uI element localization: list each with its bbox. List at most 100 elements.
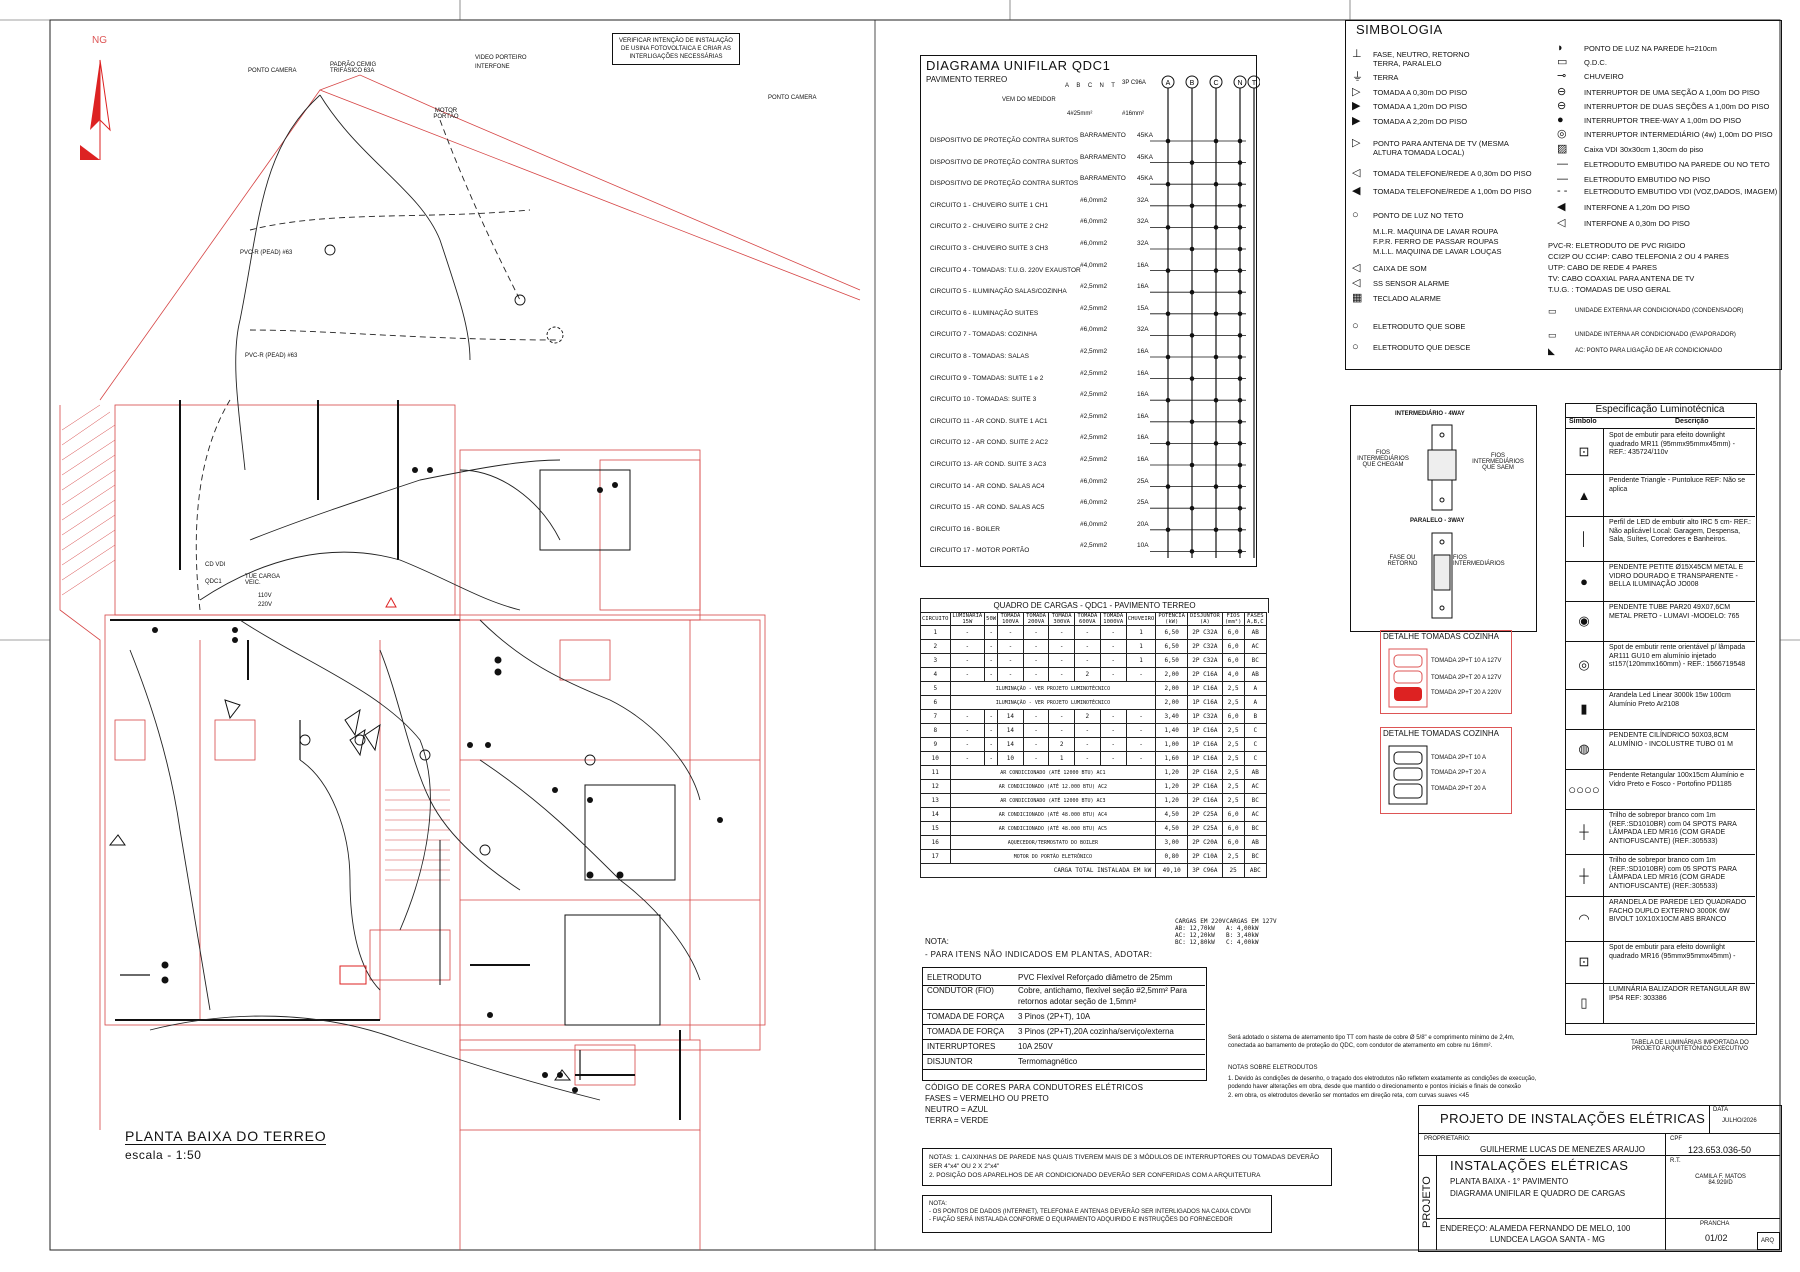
wall-square-icon: ◠ <box>1565 896 1604 941</box>
color-code-neutro: NEUTRO = AZUL <box>925 1105 988 1114</box>
cpf-label: CPF <box>1670 1136 1682 1142</box>
cargas-cell: 2 <box>1048 737 1076 752</box>
cargas-cell: - <box>1074 737 1101 752</box>
spot-mr16-icon: ⊡ <box>1565 941 1604 983</box>
unifilar-row-section: #2,5mm2 <box>1080 304 1108 312</box>
cargas-cell: AB <box>1243 835 1268 850</box>
symbol-left-icon: ◁ <box>1352 167 1361 179</box>
video-porteiro-label: VIDEO PORTEIRO <box>475 55 527 61</box>
cargas-cell: 4,50 <box>1155 807 1189 822</box>
lum-row: ┼Trilho de sobrepor branco com 1m (REF.:… <box>1565 809 1755 855</box>
cargas-cell: - <box>1048 709 1076 724</box>
cargas-cell: - <box>997 639 1024 654</box>
cargas-cell: 14 <box>997 709 1024 724</box>
spec-row-key: CONDUTOR (FIO) <box>927 986 994 995</box>
lum-desc: Trilho de sobrepor branco com 1m (REF.:S… <box>1609 857 1737 890</box>
connection-dot <box>1165 527 1171 533</box>
connection-dot <box>1237 333 1243 338</box>
cozinha-1-label-1: TOMADA 2P+T 10 A 127V <box>1431 658 1502 664</box>
lum-row: ◍PENDENTE CILÍNDRICO 50X03,8CM ALUMÍNIO … <box>1565 729 1755 770</box>
unifilar-row-breaker: 32A <box>1137 196 1149 204</box>
abbrev-label: T.U.G. : TOMADAS DE USO GERAL <box>1548 285 1671 294</box>
unifilar-row-label: CIRCUITO 13- AR COND. SUITE 3 AC3 <box>930 461 1047 468</box>
north-arrow-icon <box>80 59 111 160</box>
cargas-cell: - <box>1022 737 1050 752</box>
tb-divider <box>1436 1218 1665 1219</box>
connection-dot <box>1213 441 1219 446</box>
cargas-header-cell: LUMINÁRIA 15W <box>949 612 986 626</box>
unifilar-row-breaker: 16A <box>1137 369 1149 377</box>
verify-note: VERIFICAR INTENÇÃO DE INSTALAÇÃO DE USIN… <box>612 33 740 65</box>
spec-row-value: PVC Flexível Reforçado diâmetro de 25mm <box>1018 973 1173 982</box>
lum-row: ▲Pendente Triangle - Puntoluce REF: Não … <box>1565 474 1755 517</box>
main-breaker: 3P C96A <box>1122 80 1146 86</box>
cargas-cell-merged: AR CONDICIONADO (ATÉ 12000 BTU) AC3 <box>949 793 1157 808</box>
symbol-right-icon: - - <box>1557 185 1568 197</box>
title-block <box>1418 1105 1782 1252</box>
cargas-header-cell: POTENCIA (kW) <box>1155 612 1189 626</box>
phase-letter: N <box>1099 83 1104 89</box>
spec-row-key: TOMADA DE FORÇA <box>927 1027 1005 1036</box>
cargas-cell-merged: ILUMINAÇÃO - VER PROJETO LUMINOTÉCNICO <box>949 681 1157 696</box>
data-value: JULHO/2026 <box>1722 1118 1757 1124</box>
cargas-cell: 1 <box>1125 653 1157 668</box>
cargas-cell: 0,80 <box>1155 849 1189 864</box>
cargas-cell: - <box>1125 737 1157 752</box>
cargas-cell: AC <box>1243 807 1268 822</box>
color-code-terra: TERRA = VERDE <box>925 1116 989 1125</box>
cargas-total-cell: 25 <box>1221 863 1245 878</box>
connection-dot <box>1189 246 1195 252</box>
cargas-cell: 6,0 <box>1221 653 1245 668</box>
cargas-cell: 2,5 <box>1221 793 1245 808</box>
unifilar-row-breaker: 16A <box>1137 391 1149 399</box>
cargas-cell: 6,0 <box>1221 625 1245 640</box>
symbol-right-label: INTERRUPTOR DE UMA SEÇÃO A 1,00m DO PISO <box>1584 88 1760 97</box>
symbol-right-label: PONTO DE LUZ NA PAREDE h=210cm <box>1584 44 1717 53</box>
ac-label: UNIDADE EXTERNA AR CONDICIONADO (CONDENS… <box>1575 308 1744 314</box>
cargas-cell: 2,5 <box>1221 737 1245 752</box>
unifilar-row-section: #6,0mm2 <box>1080 520 1108 528</box>
cargas-cell: 2,5 <box>1221 695 1245 710</box>
symbol-right-icon: ⊖ <box>1557 100 1567 112</box>
lum-row: ◉PENDENTE TUBE PAR20 49X07,6CM METAL PRE… <box>1565 601 1755 642</box>
cargas-cell: C <box>1243 723 1268 738</box>
loads-127-title: CARGAS EM 127V <box>1226 918 1277 925</box>
symbol-right-label: INTERRUPTOR TREE-WAY A 1,00m DO PISO <box>1584 116 1742 125</box>
cargas-cell: 6,50 <box>1155 625 1189 640</box>
cargas-cell: - <box>1022 639 1050 654</box>
cargas-cell: A <box>1243 681 1268 696</box>
color-code-fases: FASES = VERMELHO OU PRETO <box>925 1094 1049 1103</box>
symbol-left-icon: ○ <box>1352 341 1359 353</box>
cargas-cell: 2,5 <box>1221 779 1245 794</box>
loads-220-ab: AB: 12,70kW <box>1175 925 1215 932</box>
prancha-value: 01/02 <box>1705 1233 1728 1243</box>
connection-dot <box>1213 181 1219 187</box>
cargas-cell: AC <box>1243 779 1268 794</box>
cargas-cell: 4,50 <box>1155 821 1189 836</box>
connection-dot <box>1237 138 1243 144</box>
symbol-right-icon: ▭ <box>1557 56 1568 68</box>
lum-row: ⊡Spot de embutir para efeito downlight q… <box>1565 429 1755 475</box>
cargas-header-cell: TOMADA 600VA <box>1074 612 1101 626</box>
cargas-cell: - <box>1099 625 1127 640</box>
spec-row-value: 3 Pinos (2P+T), 10A <box>1018 1012 1091 1021</box>
cargas-cell: - <box>984 625 999 640</box>
cargas-cell: 2P C20A <box>1187 835 1223 850</box>
desc-1: PLANTA BAIXA - 1° PAVIMENTO <box>1450 1177 1569 1186</box>
symbol-right-icon: — <box>1557 173 1568 185</box>
pendant-cylinder-icon: ◍ <box>1565 729 1604 769</box>
cozinha-1-label-2: TOMADA 2P+T 20 A 127V <box>1431 675 1502 681</box>
nota-label: NOTA: <box>925 937 949 946</box>
desc-2: DIAGRAMA UNIFILAR E QUADRO DE CARGAS <box>1450 1189 1626 1198</box>
cozinha-detail-1 <box>1380 630 1512 714</box>
unifilar-row-section: #2,5mm2 <box>1080 348 1108 355</box>
unifilar-row-breaker: 15A <box>1137 304 1149 312</box>
